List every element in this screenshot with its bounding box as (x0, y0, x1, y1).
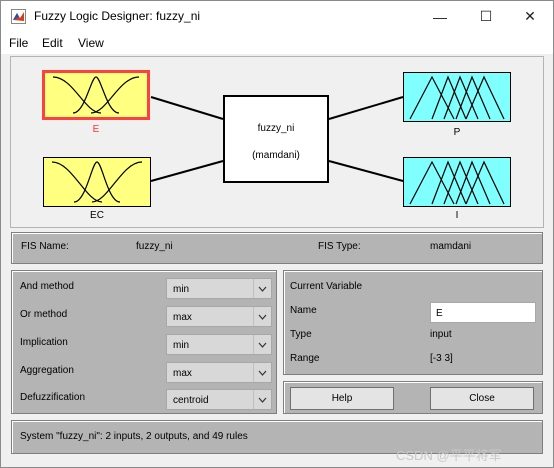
current-variable-panel: Current Variable Name E Type input Range… (283, 270, 543, 375)
menu-edit[interactable]: Edit (42, 36, 63, 50)
action-buttons-panel: Help Close (283, 381, 543, 414)
aggregation-label: Aggregation (20, 365, 74, 376)
chevron-down-icon (253, 307, 271, 326)
fis-type-label: FIS Type: (318, 241, 361, 252)
or-method-value: max (173, 312, 192, 323)
status-text: System "fuzzy_ni": 2 inputs, 2 outputs, … (20, 431, 248, 442)
chevron-down-icon (253, 390, 271, 409)
methods-panel: And method min Or method max Implication… (11, 270, 277, 414)
and-method-value: min (173, 284, 190, 295)
help-button[interactable]: Help (290, 387, 394, 410)
and-method-select[interactable]: min (166, 278, 272, 299)
variable-type-value: input (430, 329, 452, 340)
menu-file[interactable]: File (9, 36, 29, 50)
output-p-block[interactable] (403, 72, 511, 122)
close-window-button[interactable]: ✕ (524, 8, 536, 24)
input-e-label: E (92, 124, 100, 135)
aggregation-value: max (173, 368, 192, 379)
defuzzification-value: centroid (173, 395, 209, 406)
implication-select[interactable]: min (166, 334, 272, 355)
window-title: Fuzzy Logic Designer: fuzzy_ni (34, 9, 201, 23)
fis-name-label: FIS Name: (21, 241, 69, 252)
variable-range-label: Range (290, 353, 320, 364)
current-variable-header: Current Variable (290, 281, 363, 292)
fis-info-panel: FIS Name: fuzzy_ni FIS Type: mamdani (11, 232, 543, 264)
defuzzification-select[interactable]: centroid (166, 389, 272, 410)
variable-range-value: [-3 3] (430, 353, 453, 364)
and-method-label: And method (20, 281, 74, 292)
close-button[interactable]: Close (430, 387, 534, 410)
defuzzification-label: Defuzzification (20, 392, 86, 403)
system-name: fuzzy_ni (257, 123, 295, 134)
input-e-block[interactable] (42, 70, 150, 120)
or-method-select[interactable]: max (166, 306, 272, 327)
input-ec-block[interactable] (43, 157, 151, 207)
triangular-mf-icon (409, 160, 505, 205)
diagram-connections (150, 96, 404, 182)
chevron-down-icon (253, 363, 271, 382)
gaussian-mf-icon (51, 161, 143, 203)
fis-diagram: E EC fuzzy_ni (mamdani) P (10, 56, 544, 228)
matlab-app-icon (11, 9, 26, 24)
watermark: CSDN @平平将军 (396, 448, 502, 463)
chevron-down-icon (253, 279, 271, 298)
status-bar: System "fuzzy_ni": 2 inputs, 2 outputs, … (11, 420, 543, 454)
implication-value: min (173, 340, 190, 351)
output-i-label: I (455, 210, 459, 221)
variable-name-label: Name (290, 305, 317, 316)
minimize-button[interactable]: — (433, 8, 447, 25)
fis-system-block[interactable]: fuzzy_ni (mamdani) (223, 95, 329, 183)
triangular-mf-icon (409, 75, 505, 120)
or-method-label: Or method (20, 309, 68, 320)
system-type: (mamdani) (252, 150, 300, 161)
variable-name-value: E (436, 308, 443, 319)
aggregation-select[interactable]: max (166, 362, 272, 383)
menu-view[interactable]: View (78, 36, 104, 50)
title-bar: Fuzzy Logic Designer: fuzzy_ni — ☐ ✕ (1, 1, 553, 32)
input-ec-label: EC (90, 210, 104, 221)
menu-bar: File Edit View (1, 32, 553, 54)
fis-name-value: fuzzy_ni (136, 241, 173, 252)
chevron-down-icon (253, 335, 271, 354)
output-p-label: P (453, 127, 461, 138)
fis-type-value: mamdani (430, 241, 472, 252)
maximize-button[interactable]: ☐ (479, 8, 493, 24)
variable-name-input[interactable]: E (430, 302, 536, 323)
implication-label: Implication (20, 337, 68, 348)
variable-type-label: Type (290, 329, 312, 340)
output-i-block[interactable] (403, 157, 511, 207)
gaussian-mf-icon (52, 76, 140, 114)
